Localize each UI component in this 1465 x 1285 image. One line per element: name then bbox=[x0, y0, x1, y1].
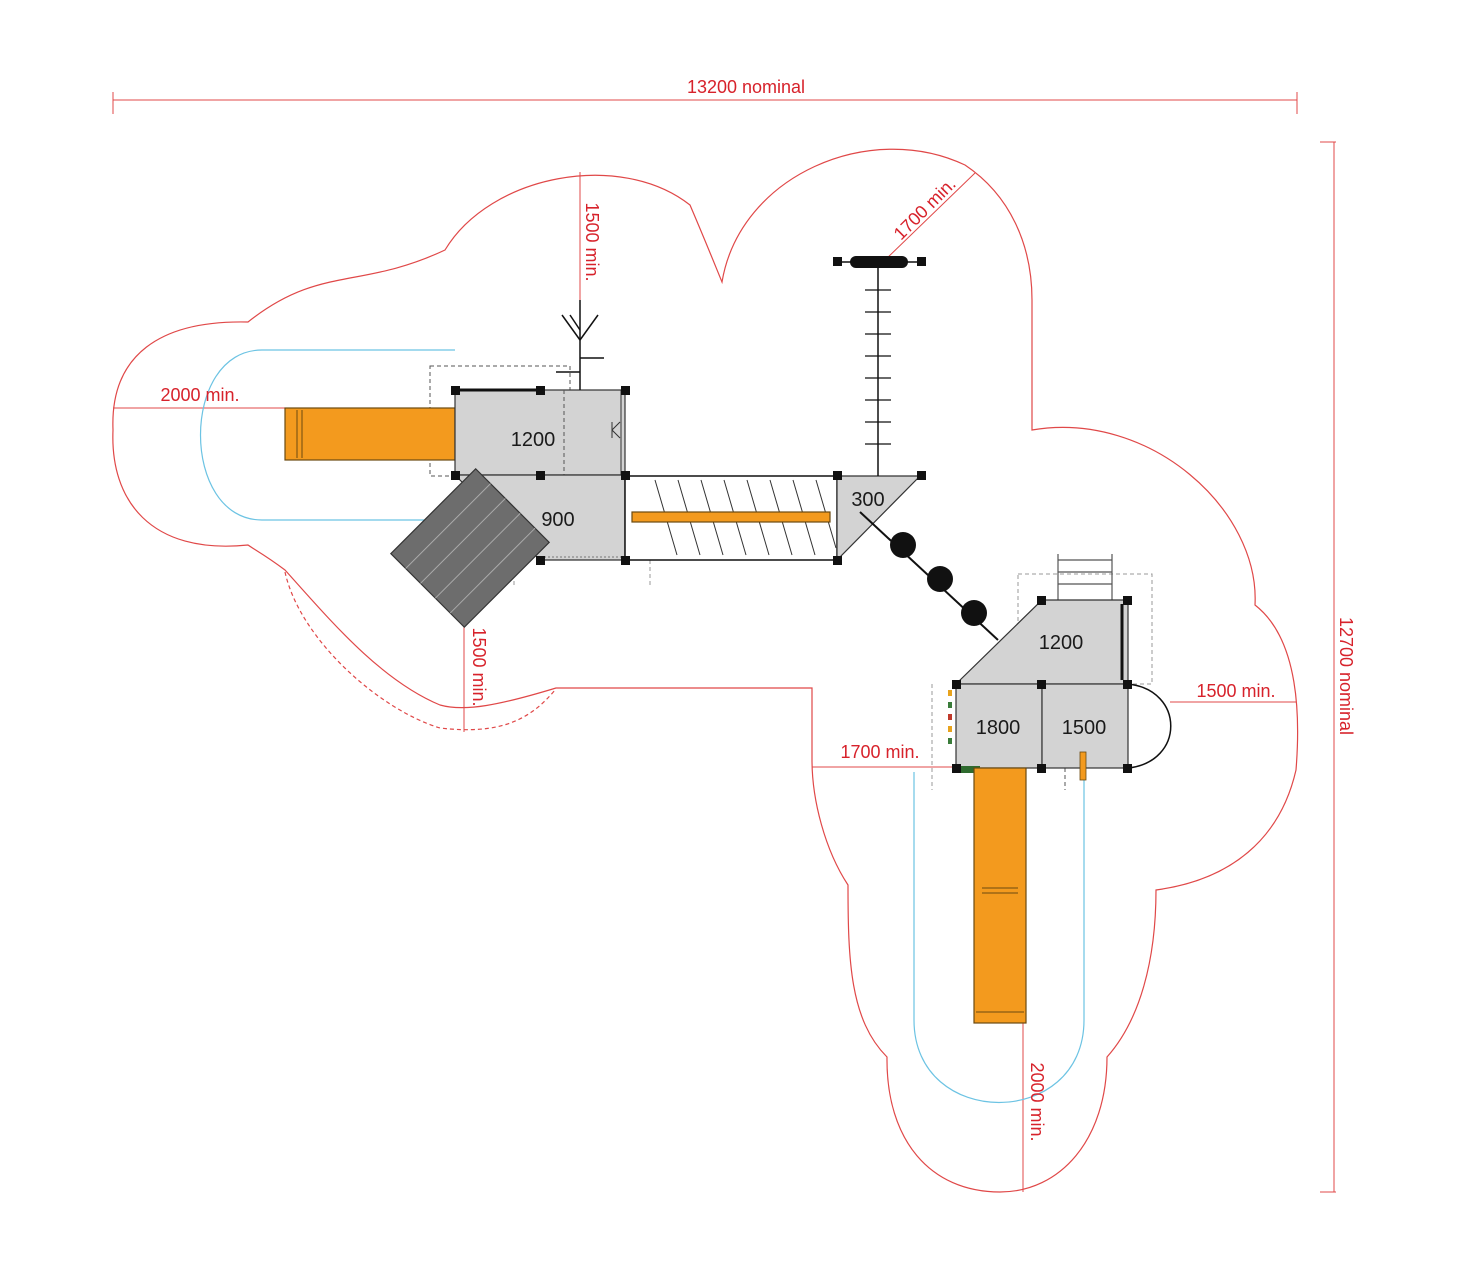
bubble-window bbox=[1127, 683, 1172, 769]
bottom-slide-clearance-label: 2000 min. bbox=[1027, 1062, 1047, 1141]
deck-label-right-right: 1500 bbox=[1062, 717, 1107, 739]
top-right-clearance-label: 1700 min. bbox=[890, 174, 960, 244]
bridge bbox=[624, 475, 838, 561]
bottom-left-clearance-label: 1500 min. bbox=[469, 627, 489, 706]
ramp-zone-dashed bbox=[284, 571, 556, 731]
pole-marker bbox=[1079, 751, 1087, 781]
deck-label-left-lower: 900 bbox=[541, 509, 574, 531]
overall-width-label: 13200 nominal bbox=[687, 77, 805, 97]
deck-upper-left bbox=[454, 389, 626, 476]
chain-ladder bbox=[833, 256, 926, 476]
mast bbox=[556, 300, 604, 390]
ramp bbox=[389, 467, 551, 629]
bottom-slide bbox=[973, 767, 1027, 1024]
left-slide-clearance-label: 2000 min. bbox=[160, 385, 239, 405]
right-clearance-label: 1500 min. bbox=[1196, 681, 1275, 701]
stepping-balls bbox=[859, 511, 999, 641]
deck-label-triangle: 300 bbox=[851, 489, 884, 511]
left-slide bbox=[284, 407, 456, 461]
bridge-orange-rail bbox=[631, 511, 831, 523]
top-clearance-label: 1500 min. bbox=[582, 202, 602, 281]
overall-depth-dimension: 12700 nominal bbox=[1320, 141, 1356, 1193]
deck-label-upper-left: 1200 bbox=[511, 429, 556, 451]
safety-zone-outline bbox=[112, 148, 1299, 1193]
activity-panel bbox=[948, 690, 980, 773]
right-ladder bbox=[1057, 554, 1113, 600]
bottom-slide-exit-zone bbox=[913, 772, 1085, 1104]
overall-depth-label: 12700 nominal bbox=[1336, 617, 1356, 735]
deck-label-right-upper: 1200 bbox=[1039, 632, 1084, 654]
posts-right bbox=[952, 596, 1132, 773]
deck-label-right-left: 1800 bbox=[976, 717, 1021, 739]
left-slide-exit-zone bbox=[200, 349, 455, 521]
posts-left bbox=[451, 386, 926, 565]
mid-clearance-label: 1700 min. bbox=[840, 742, 919, 762]
overall-width-dimension: 13200 nominal bbox=[112, 77, 1298, 114]
